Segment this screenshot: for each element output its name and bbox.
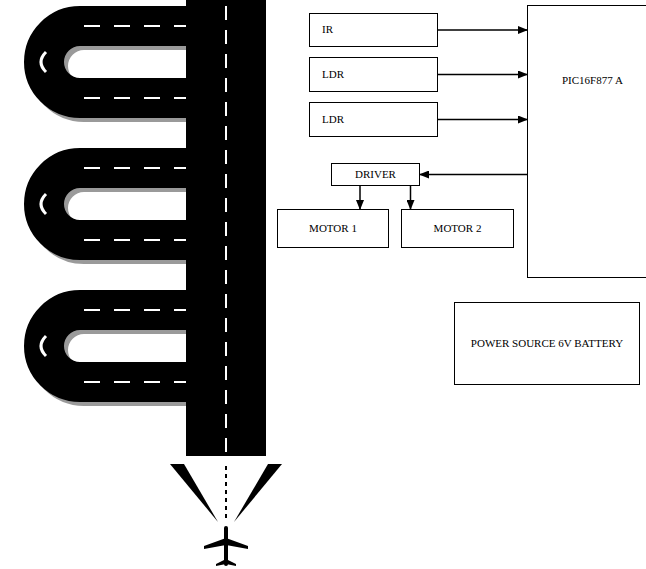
box-label: LDR (322, 68, 344, 82)
signal-arrow (420, 174, 527, 176)
signal-arrow (438, 74, 527, 76)
signal-arrow (438, 29, 527, 31)
box-label: LDR (322, 113, 344, 127)
sensor-box: LDR (309, 57, 438, 92)
box-label: POWER SOURCE 6V BATTERY (471, 337, 623, 351)
box-label: MOTOR 1 (309, 222, 357, 236)
driver-box: DRIVER (331, 163, 420, 186)
box-label: IR (322, 23, 333, 37)
approach-beam-left (170, 464, 218, 522)
parking-loop-2 (41, 168, 192, 244)
box-label: DRIVER (355, 168, 396, 182)
sensor-box: IR (309, 13, 438, 47)
box-label: PIC16F877 A (562, 74, 623, 88)
signal-arrow (359, 186, 361, 209)
box-label: MOTOR 2 (434, 222, 482, 236)
parking-loop-1 (41, 26, 192, 102)
tail (216, 559, 236, 566)
runway (186, 0, 266, 456)
motor-box: MOTOR 1 (277, 209, 389, 248)
sensor-box: LDR (309, 102, 438, 137)
runway-centerline (225, 6, 227, 452)
parking-loop-3 (41, 310, 192, 386)
motor-box: MOTOR 2 (401, 209, 514, 248)
wings (204, 538, 248, 549)
signal-arrow (410, 186, 412, 209)
airplane (204, 526, 248, 566)
microcontroller-box: PIC16F877 A (527, 5, 646, 278)
approach-beam-right (234, 464, 282, 522)
power-box: POWER SOURCE 6V BATTERY (454, 302, 640, 385)
signal-arrow (438, 119, 527, 121)
approach-centerline (225, 466, 227, 520)
